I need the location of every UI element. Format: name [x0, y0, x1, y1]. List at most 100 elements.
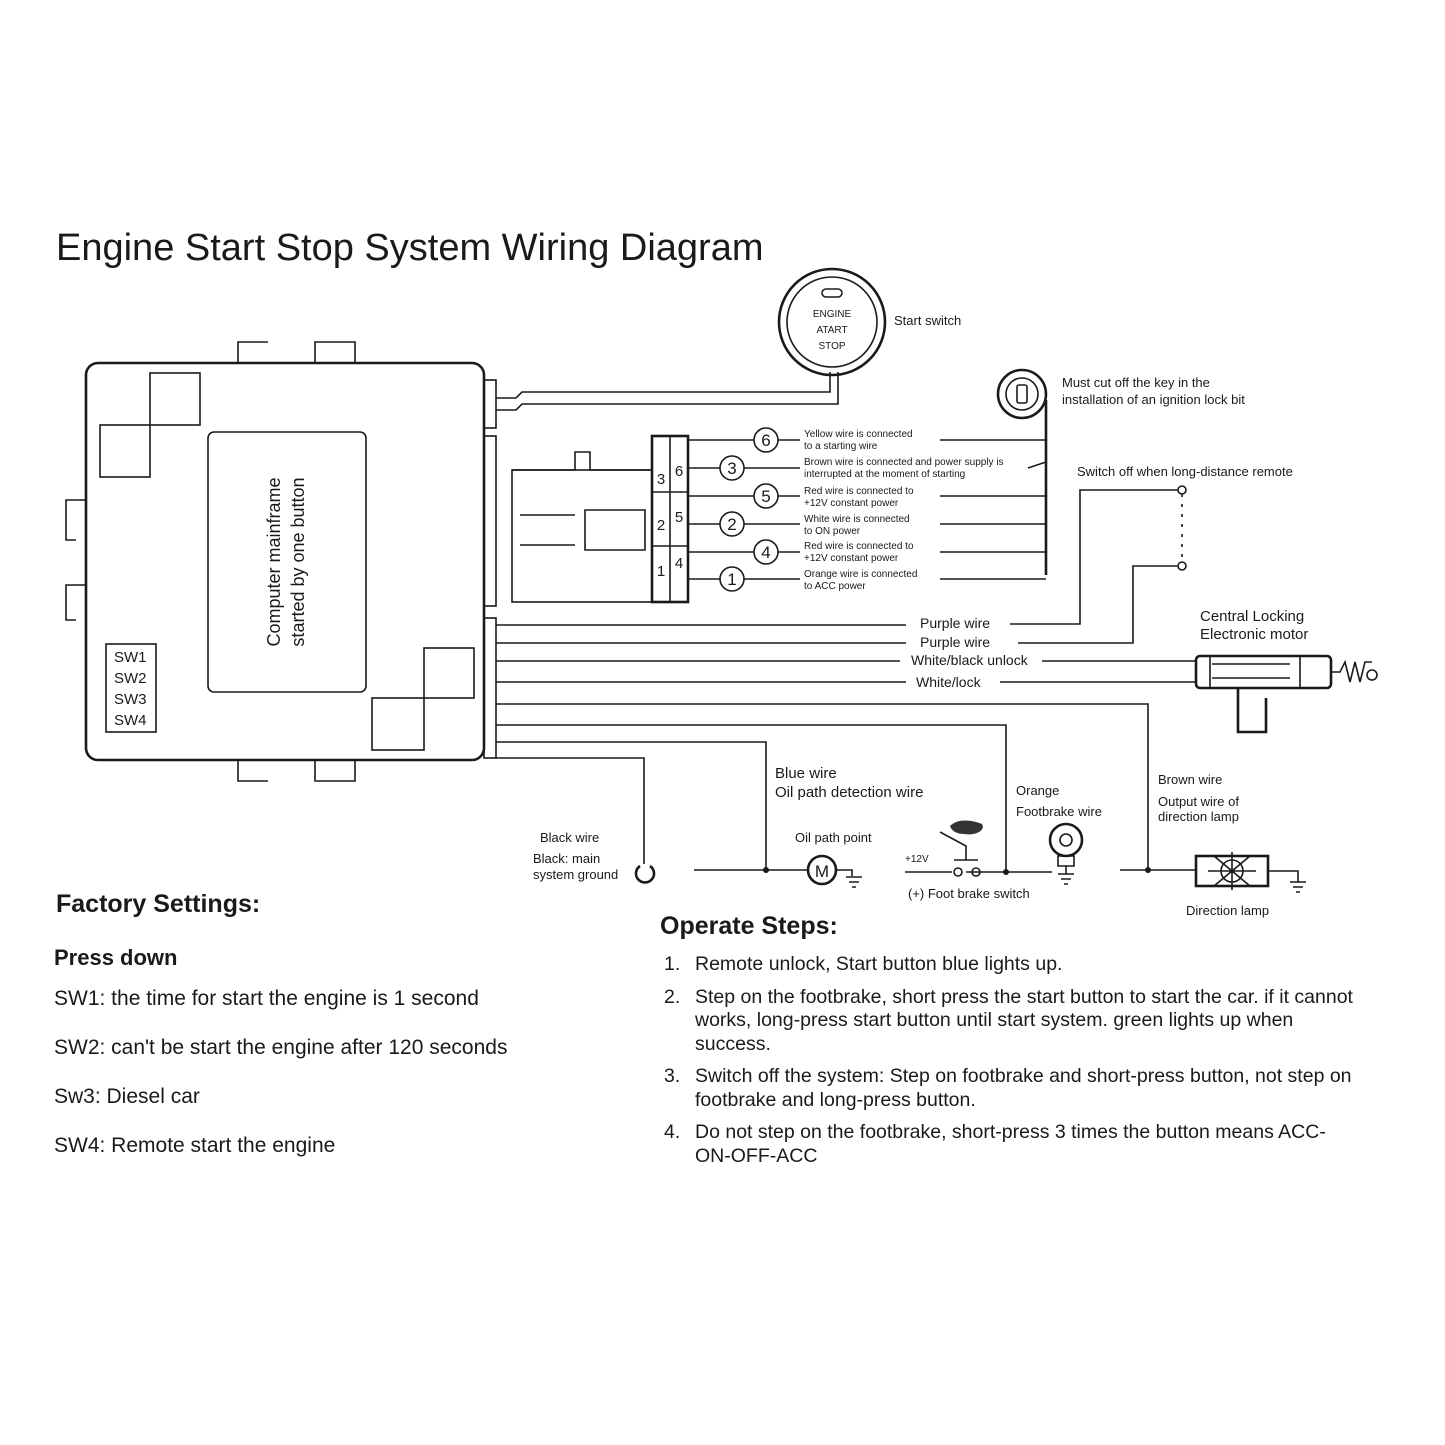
svg-text:4: 4: [761, 543, 770, 562]
ignition-note-line1: Must cut off the key in the: [1062, 375, 1210, 390]
harness-wire-6: 6 Yellow wire is connected to a starting…: [688, 427, 1046, 453]
orange-wire-label: Orange: [1016, 783, 1059, 798]
svg-text:M: M: [815, 862, 829, 881]
svg-text:5: 5: [761, 487, 770, 506]
wire-number-circle: [753, 427, 779, 453]
svg-text:2: 2: [727, 515, 736, 534]
svg-text:to ACC power: to ACC power: [804, 581, 866, 592]
svg-text:+12V constant power: +12V constant power: [804, 553, 899, 564]
ignition-lock: Must cut off the key in the installation…: [996, 368, 1245, 575]
ground-symbol-icon: [1058, 873, 1074, 885]
step-number: 2.: [664, 985, 681, 1008]
step-number: 1.: [664, 953, 681, 975]
blue-wire-label: Blue wire: [775, 765, 837, 782]
step-text: Do not step on the footbrake, short-pres…: [695, 1121, 1326, 1167]
harness-wires: 6 Yellow wire is connected to a starting…: [688, 427, 1047, 592]
svg-text:6: 6: [761, 431, 770, 450]
connector-pin-2: 2: [657, 517, 665, 534]
foot-brake-switch-label: (+) Foot brake switch: [908, 886, 1030, 901]
step-text: Remote unlock, Start button blue lights …: [695, 953, 1063, 975]
harness-wire-3: 3 Brown wire is connected and power supp…: [688, 455, 1047, 481]
factory-setting-item: SW4: Remote start the engine: [54, 1134, 336, 1157]
wire-number-circle: [719, 511, 745, 537]
svg-text:to ON power: to ON power: [804, 526, 861, 537]
remote-switch: Switch off when long-distance remote: [1010, 464, 1293, 644]
ground-ring-icon: [634, 864, 656, 884]
step-number: 3.: [664, 1065, 681, 1087]
harness-wire-4: 4 Red wire is connected to +12V constant…: [688, 539, 1046, 565]
white-lock-label: White/lock: [916, 674, 982, 690]
operate-steps: Operate Steps: 1. Remote unlock, Start b…: [660, 912, 1360, 1177]
svg-text:3: 3: [727, 459, 736, 478]
output-wire-label-line1: Output wire of: [1158, 794, 1239, 809]
ground-symbol-icon: [1290, 881, 1306, 893]
six-pin-connector: 3 6 2 5 1 4: [511, 434, 690, 604]
computer-mainframe: Computer mainframe started by one button…: [65, 341, 497, 782]
connector-pin-1: 1: [657, 563, 665, 580]
dip-switch-sw1: SW1: [114, 649, 147, 666]
ignition-note-line2: installation of an ignition lock bit: [1062, 392, 1245, 407]
dip-switch-sw4: SW4: [114, 712, 147, 729]
mainframe-label-line1: Computer mainframe: [264, 477, 284, 646]
lock-wires: Purple wire Purple wire White/black unlo…: [496, 615, 1196, 690]
svg-text:1: 1: [727, 570, 736, 589]
operate-step: 2. Step on the footbrake, short press th…: [660, 986, 1360, 1057]
black-wire-desc-line1: Black: main: [533, 851, 600, 866]
start-button-line3: STOP: [818, 341, 845, 352]
oil-path-wire: Blue wire Oil path detection wire Oil pa…: [694, 765, 923, 888]
connector-pin-6: 6: [675, 463, 683, 480]
remote-switch-note: Switch off when long-distance remote: [1077, 464, 1293, 479]
oil-path-point-label: Oil path point: [795, 830, 872, 845]
step-text: Switch off the system: Step on footbrake…: [695, 1065, 1352, 1111]
brake-pedal-icon: [950, 820, 983, 835]
start-switch: ENGINE ATART STOP Start switch: [496, 267, 961, 411]
connector-pin-4: 4: [675, 555, 683, 572]
factory-settings-heading: Factory Settings:: [56, 890, 261, 918]
svg-text:to a starting wire: to a starting wire: [804, 441, 878, 452]
oil-pump-motor-icon: [806, 854, 838, 886]
lower-wires: [496, 703, 1196, 872]
press-down-heading: Press down: [54, 945, 178, 970]
harness-wire-1: 1 Orange wire is connected to ACC power: [688, 566, 1046, 592]
wire-number-circle: [753, 539, 779, 565]
svg-text:Orange wire is connected: Orange wire is connected: [804, 569, 917, 580]
step-number: 4.: [664, 1121, 681, 1143]
start-button-line1: ENGINE: [813, 309, 852, 320]
wire-number-circle: [719, 566, 745, 592]
factory-setting-item: Sw3: Diesel car: [54, 1085, 200, 1108]
svg-text:interrupted at the moment of s: interrupted at the moment of starting: [804, 469, 965, 480]
operate-steps-heading: Operate Steps:: [660, 912, 838, 940]
operate-step: 1. Remote unlock, Start button blue ligh…: [660, 953, 1360, 977]
white-black-unlock-label: White/black unlock: [911, 652, 1029, 668]
output-wire-label-line2: direction lamp: [1158, 809, 1239, 824]
operate-step: 3. Switch off the system: Step on footbr…: [660, 1065, 1360, 1112]
oil-path-detection-label: Oil path detection wire: [775, 784, 923, 801]
footbrake-wire-label: Footbrake wire: [1016, 804, 1102, 819]
svg-text:Red wire is connected to: Red wire is connected to: [804, 541, 914, 552]
svg-text:+12V constant power: +12V constant power: [804, 498, 899, 509]
direction-lamp-label: Direction lamp: [1186, 903, 1269, 918]
wire-number-circle: [753, 483, 779, 509]
svg-text:Red wire is connected to: Red wire is connected to: [804, 486, 914, 497]
direction-lamp-wire: Brown wire Output wire of direction lamp…: [1120, 772, 1306, 918]
purple-wire-label-1: Purple wire: [920, 615, 990, 631]
central-locking-label-line2: Electronic motor: [1200, 626, 1308, 643]
start-button-line2: ATART: [816, 325, 847, 336]
black-ground-wire: Black wire Black: main system ground: [533, 830, 656, 884]
svg-text:Yellow wire is connected: Yellow wire is connected: [804, 429, 913, 440]
start-switch-label: Start switch: [894, 313, 961, 328]
step-text: Step on the footbrake, short press the s…: [695, 985, 1353, 1055]
footbrake-wire: Orange Footbrake wire +12V (+) Foot brak…: [905, 783, 1102, 901]
ground-symbol-icon: [846, 876, 862, 888]
harness-wire-2: 2 White wire is connected to ON power: [688, 511, 1046, 537]
factory-settings: Factory Settings: Press down SW1: the ti…: [54, 890, 644, 1183]
plus-12v-label: +12V: [905, 854, 929, 865]
mainframe-label-line2: started by one button: [288, 477, 308, 646]
wire-number-circle: [719, 455, 745, 481]
brown-wire-label: Brown wire: [1158, 772, 1222, 787]
connector-pin-3: 3: [657, 471, 665, 488]
black-wire-desc-line2: system ground: [533, 867, 618, 882]
dip-switch-sw2: SW2: [114, 670, 147, 687]
factory-setting-item: SW2: can't be start the engine after 120…: [54, 1036, 508, 1059]
